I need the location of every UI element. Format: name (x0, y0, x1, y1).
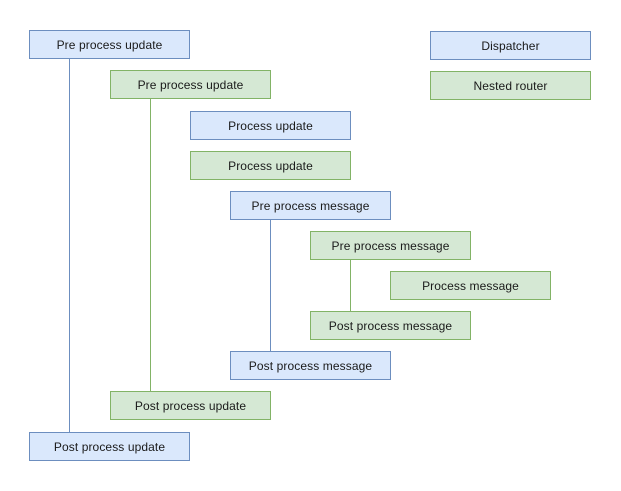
legend-label-nested-router: Nested router (473, 78, 548, 93)
node-label: Post process message (328, 318, 453, 333)
node-post-process-update-dispatcher[interactable]: Post process update (29, 432, 190, 461)
connector-dispatcher-outer (69, 59, 70, 433)
legend-item-nested-router: Nested router (430, 71, 591, 100)
node-process-message-router[interactable]: Process message (390, 271, 551, 300)
node-label: Pre process update (137, 77, 244, 92)
node-post-process-message-dispatcher[interactable]: Post process message (230, 351, 391, 380)
node-process-update-dispatcher[interactable]: Process update (190, 111, 351, 140)
node-label: Post process update (134, 398, 247, 413)
node-label: Process update (228, 158, 313, 173)
node-post-process-message-router[interactable]: Post process message (310, 311, 471, 340)
node-pre-process-update-router[interactable]: Pre process update (110, 70, 271, 99)
node-label: Process message (422, 278, 519, 293)
node-post-process-update-router[interactable]: Post process update (110, 391, 271, 420)
node-label: Post process update (53, 439, 166, 454)
connector-dispatcher-message (270, 220, 271, 351)
node-label: Process update (228, 118, 313, 133)
node-pre-process-message-router[interactable]: Pre process message (310, 231, 471, 260)
node-label: Pre process update (56, 37, 163, 52)
node-label: Pre process message (331, 238, 450, 253)
legend-label-dispatcher: Dispatcher (481, 38, 540, 53)
node-label: Post process message (248, 358, 373, 373)
connector-router-outer (150, 99, 151, 391)
node-pre-process-update-dispatcher[interactable]: Pre process update (29, 30, 190, 59)
connector-router-message (350, 260, 351, 311)
node-process-update-router[interactable]: Process update (190, 151, 351, 180)
legend-item-dispatcher: Dispatcher (430, 31, 591, 60)
node-pre-process-message-dispatcher[interactable]: Pre process message (230, 191, 391, 220)
node-label: Pre process message (251, 198, 370, 213)
